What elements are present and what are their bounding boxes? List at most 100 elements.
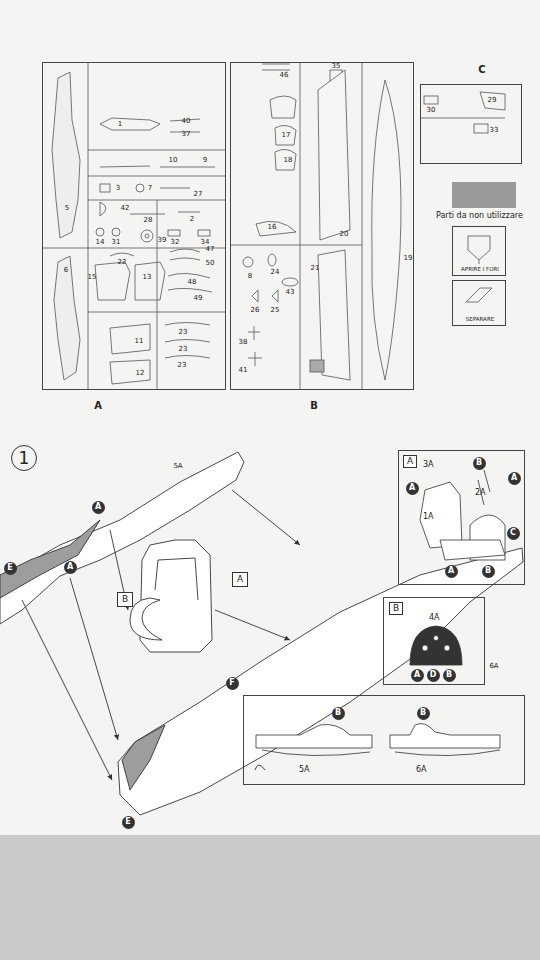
callout-text: A: [95, 503, 101, 511]
inset-text: A: [94, 401, 102, 411]
callout-text: E: [125, 818, 130, 826]
part-number: 15: [88, 274, 97, 281]
part-number: 39: [158, 237, 167, 244]
callout-text: A: [414, 671, 420, 679]
part-number: 26: [251, 307, 260, 314]
callout-letter: F: [226, 677, 239, 690]
callout-letter: A: [411, 669, 424, 682]
part-number: 28: [144, 217, 153, 224]
part-number: 25: [271, 307, 280, 314]
inset-text: 4A: [429, 614, 440, 622]
callout-letter: B: [443, 669, 456, 682]
part-number: 3: [116, 185, 120, 192]
part-number: 19: [404, 255, 413, 262]
inset-text: 6A: [416, 766, 427, 774]
inset-text: Parti da non utilizzare: [436, 212, 523, 220]
inset-text: A: [403, 455, 417, 468]
callout-letter: E: [4, 562, 17, 575]
part-number: 13: [143, 274, 152, 281]
inset-text: 3A: [423, 461, 434, 469]
callout-text: B: [476, 459, 482, 467]
part-number: 6: [64, 267, 68, 274]
part-number: 17: [282, 132, 291, 139]
part-number: 12: [136, 370, 145, 377]
callout-text: F: [229, 679, 234, 687]
detail-inset: A3A2A1ABAACAB: [398, 450, 525, 585]
part-number: 42: [121, 205, 130, 212]
detail-inset: 5A 6A B B: [243, 695, 525, 785]
part-number: 21: [311, 265, 320, 272]
callout-letter: A: [406, 482, 419, 495]
callout-text: B: [335, 709, 341, 717]
part-number: 38: [239, 339, 248, 346]
part-number: 23: [179, 329, 188, 336]
part-number: 27: [194, 191, 203, 198]
part-number: 43: [286, 289, 295, 296]
sprue-frame: C: [420, 84, 522, 164]
part-number: 11: [135, 338, 144, 345]
callout-text: A: [511, 474, 517, 482]
unused-parts-swatch: Parti da non utilizzare: [452, 182, 516, 208]
part-number: 49: [194, 295, 203, 302]
part-number: 10: [169, 157, 178, 164]
part-number: 48: [188, 279, 197, 286]
part-number: 24: [271, 269, 280, 276]
part-number: 35: [332, 63, 341, 70]
callout-text: D: [430, 671, 437, 679]
callout-text: B: [420, 709, 426, 717]
callout-text: A: [409, 484, 415, 492]
callout-letter: A: [92, 501, 105, 514]
callout-text: A: [237, 575, 243, 584]
inset-ref-box: B: [117, 592, 133, 607]
callout-text: A: [448, 567, 454, 575]
part-label: 5A: [173, 463, 182, 470]
part-number: 34: [201, 239, 210, 246]
callout-text: E: [7, 564, 12, 572]
inset-text: B: [389, 602, 403, 615]
part-number: 40: [182, 118, 191, 125]
callout-text: B: [446, 671, 452, 679]
part-number: 50: [206, 260, 215, 267]
part-number: 46: [280, 72, 289, 79]
part-number: 23: [179, 346, 188, 353]
part-number: 37: [182, 131, 191, 138]
part-number: 5: [65, 205, 69, 212]
callout-text: B: [122, 595, 128, 604]
part-number: 30: [427, 107, 436, 114]
sprue-frame: B: [230, 62, 414, 390]
inset-text: 5A: [299, 766, 310, 774]
part-number: 18: [284, 157, 293, 164]
part-number: 47: [206, 246, 215, 253]
callout-letter: D: [427, 669, 440, 682]
inset-text: SEPARARE: [466, 317, 494, 323]
callout-letter: A: [64, 561, 77, 574]
part-number: 22: [118, 259, 127, 266]
callout-text: A: [67, 563, 73, 571]
step-number: 1: [11, 445, 37, 471]
part-number: 41: [239, 367, 248, 374]
part-number: 32: [171, 239, 180, 246]
part-number: 8: [248, 273, 252, 280]
inset-ref-box: A: [232, 572, 248, 587]
inset-text: C: [478, 65, 485, 75]
callout-letter: C: [507, 527, 520, 540]
callout-letter: B: [482, 565, 495, 578]
symbol-box: SEPARARE: [452, 280, 506, 326]
part-number: 9: [203, 157, 207, 164]
callout-letter: A: [445, 565, 458, 578]
detail-inset: B 4A A D B: [383, 597, 485, 685]
callout-text: C: [510, 529, 516, 537]
part-number: 14: [96, 239, 105, 246]
callout-text: 1: [19, 450, 30, 467]
sprue-frame: A: [42, 62, 226, 390]
part-number: 33: [490, 127, 499, 134]
callout-letter: B: [417, 707, 430, 720]
inset-text: B: [310, 401, 318, 411]
callout-letter: B: [332, 707, 345, 720]
callout-letter: A: [508, 472, 521, 485]
part-label: 6A: [489, 663, 498, 670]
callout-letter: E: [122, 816, 135, 829]
part-number: 29: [488, 97, 497, 104]
part-number: 16: [268, 224, 277, 231]
inset-text: 1A: [423, 513, 434, 521]
